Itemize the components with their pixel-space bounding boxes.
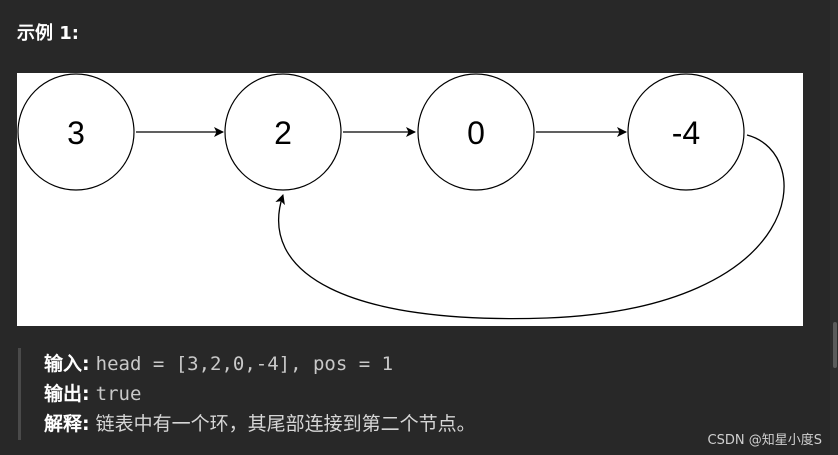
- list-node-2: 2: [224, 73, 342, 191]
- linked-list-diagram: 3 2 0 -4: [17, 73, 803, 326]
- input-label: 输入:: [44, 353, 90, 375]
- output-value: true: [95, 383, 142, 405]
- watermark: CSDN @知星小度S: [707, 433, 822, 448]
- explanation-label: 解释:: [44, 413, 90, 435]
- example-io-block: 输入: head = [3,2,0,-4], pos = 1 输出: true …: [18, 348, 671, 440]
- example-title: 示例 1:: [17, 23, 79, 44]
- list-node-4: -4: [627, 73, 745, 191]
- input-line: 输入: head = [3,2,0,-4], pos = 1: [44, 350, 393, 378]
- explanation-text: 链表中有一个环，其尾部连接到第二个节点。: [95, 413, 476, 435]
- explanation-line: 解释: 链表中有一个环，其尾部连接到第二个节点。: [44, 410, 476, 438]
- cycle-edge: [275, 134, 785, 320]
- linked-list-svg: 3 2 0 -4: [17, 73, 785, 320]
- scrollbar-thumb[interactable]: [833, 322, 837, 368]
- list-node-3: 0: [417, 73, 535, 191]
- output-label: 输出:: [44, 383, 90, 405]
- list-node-1: 3: [17, 73, 135, 191]
- node-value: -4: [672, 115, 700, 151]
- node-value: 3: [67, 115, 85, 151]
- output-line: 输出: true: [44, 380, 141, 408]
- node-value: 0: [467, 115, 485, 151]
- node-value: 2: [274, 115, 292, 151]
- input-value: head = [3,2,0,-4], pos = 1: [95, 353, 394, 375]
- vertical-scrollbar[interactable]: [830, 0, 838, 455]
